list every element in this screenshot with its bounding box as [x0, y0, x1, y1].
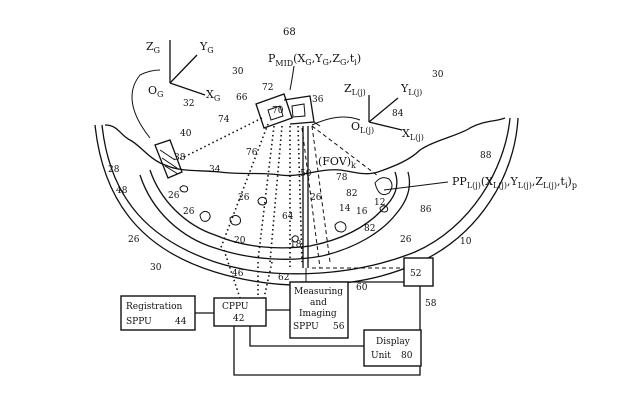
ref-82a: 82 — [346, 189, 357, 199]
svg-text:XG: XG — [206, 88, 220, 103]
ref-14: 14 — [339, 204, 351, 214]
ref-30b: 30 — [432, 70, 444, 80]
svg-text:ZL(j): ZL(j) — [344, 82, 366, 97]
ref-26e: 26 — [128, 235, 140, 245]
upper-tissue-boundary — [104, 117, 506, 177]
svg-text:Measuring: Measuring — [294, 287, 343, 297]
box-52 — [403, 257, 434, 287]
zg-label: Z — [146, 40, 154, 53]
fov-label: (FOV)k — [318, 155, 356, 170]
ref-34: 34 — [209, 165, 221, 175]
left-probe — [154, 139, 183, 179]
ref-86: 86 — [420, 205, 432, 215]
svg-text:OL(j): OL(j) — [351, 120, 374, 135]
og-label: O — [148, 84, 157, 97]
ref-26f: 26 — [400, 235, 412, 245]
svg-text:OG: OG — [148, 84, 163, 99]
cppu-block: CPPU 42 — [213, 297, 267, 327]
ref-36: 36 — [312, 95, 324, 105]
ref-26c: 26 — [238, 193, 250, 203]
ref-16: 16 — [356, 207, 368, 217]
ref-30c: 30 — [150, 263, 162, 273]
ref-62: 62 — [278, 273, 289, 283]
global-coordinate-frame: ZG YG OG XG — [146, 40, 220, 103]
organ-boundary — [149, 169, 398, 249]
p-mid-label: PMID(XG,YG,ZG,ti) — [268, 52, 361, 68]
registration-sppu-block: Registration SPPU 44 — [120, 295, 196, 331]
ref-30a: 30 — [232, 67, 244, 77]
central-probe — [255, 93, 321, 129]
ref-46: 46 — [232, 269, 244, 279]
ref-84: 84 — [392, 109, 404, 119]
ref-28: 28 — [108, 165, 120, 175]
ref-32: 32 — [183, 99, 194, 109]
ref-12: 12 — [374, 198, 385, 208]
svg-text:SPPU: SPPU — [293, 322, 319, 332]
ref-60: 60 — [356, 283, 368, 293]
display-unit-block: Display Unit 80 — [363, 329, 422, 367]
ref-82b: 82 — [364, 224, 375, 234]
ref-58: 58 — [425, 299, 437, 309]
yg-label: Y — [199, 40, 208, 53]
ref-76: 76 — [246, 148, 258, 158]
ref-64: 64 — [282, 212, 294, 222]
svg-text:CPPU: CPPU — [222, 302, 249, 312]
svg-text:XL(j): XL(j) — [402, 127, 424, 142]
ref-66: 66 — [236, 93, 248, 103]
ref-26b: 26 — [183, 207, 195, 217]
ref-48: 48 — [116, 186, 128, 196]
ref-26d: 26 — [310, 193, 322, 203]
svg-text:and: and — [310, 298, 327, 308]
ref-88: 88 — [480, 151, 492, 161]
figure-number: 68 — [283, 27, 296, 38]
ref-74: 74 — [218, 115, 230, 125]
target-point — [374, 177, 449, 196]
xg-label: X — [206, 88, 214, 101]
svg-text:Display: Display — [376, 337, 411, 347]
measuring-imaging-sppu-block: Measuring and Imaging SPPU 56 — [289, 281, 349, 339]
svg-text:42: 42 — [233, 314, 244, 324]
svg-text:52: 52 — [410, 269, 421, 279]
ref-72: 72 — [262, 83, 273, 93]
svg-text:56: 56 — [333, 322, 345, 332]
outer-body-curve — [101, 117, 511, 275]
pp-point-label: PPL(j)(XL(j),YL(j),ZL(j),ti)p — [452, 175, 577, 190]
ref-50: 50 — [300, 169, 312, 179]
svg-text:Imaging: Imaging — [299, 309, 337, 319]
svg-text:Unit: Unit — [371, 351, 391, 361]
ref-40: 40 — [180, 129, 192, 139]
ref-78: 78 — [336, 173, 348, 183]
ref-20: 20 — [234, 236, 246, 246]
svg-text:ZG: ZG — [146, 40, 160, 55]
svg-text:Registration: Registration — [126, 302, 183, 312]
svg-text:SPPU: SPPU — [126, 317, 152, 327]
ref-38: 38 — [174, 153, 186, 163]
ref-70: 70 — [272, 106, 284, 116]
ref-10: 10 — [460, 237, 472, 247]
svg-text:YL(j): YL(j) — [400, 82, 422, 97]
local-coordinate-frame: ZL(j) YL(j) OL(j) XL(j) — [344, 82, 424, 142]
ref-18: 18 — [290, 240, 302, 250]
svg-text:YG: YG — [199, 40, 214, 55]
ref-26a: 26 — [168, 191, 180, 201]
svg-text:80: 80 — [401, 351, 413, 361]
svg-text:44: 44 — [175, 317, 187, 327]
